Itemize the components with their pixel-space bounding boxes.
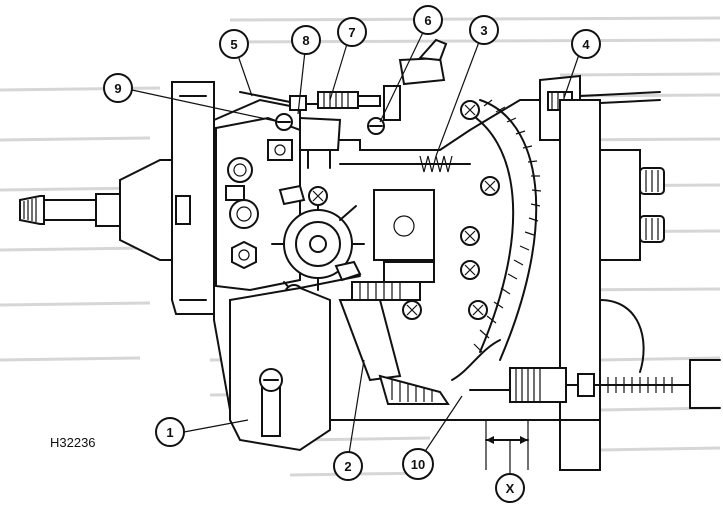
advance-unit <box>271 184 365 301</box>
callout-8: 8 <box>291 25 321 55</box>
callout-9-label: 9 <box>114 81 121 96</box>
mounting-flange <box>171 81 215 315</box>
drive-shaft <box>19 159 181 261</box>
ring-teeth <box>473 99 542 353</box>
callout-10-label: 10 <box>411 457 425 472</box>
callout-4-label: 4 <box>582 37 590 52</box>
callout-5: 5 <box>219 29 249 59</box>
lower-linkage <box>338 281 501 405</box>
callout-8-label: 8 <box>302 33 309 48</box>
throttle-linkage <box>239 91 381 169</box>
callout-9: 9 <box>103 73 133 103</box>
callouts: 1 2 3 4 5 6 7 8 <box>103 5 601 503</box>
governor-shaft <box>339 155 471 283</box>
callout-4: 4 <box>571 29 601 59</box>
stop-solenoid <box>469 299 721 409</box>
callout-2: 2 <box>333 451 363 481</box>
callout-5-label: 5 <box>230 37 237 52</box>
roller-ring <box>284 99 542 361</box>
callout-1-label: 1 <box>166 425 173 440</box>
adjusting-screw <box>367 38 448 135</box>
callout-1: 1 <box>155 417 185 447</box>
callout-x: X <box>495 473 525 503</box>
callout-2-label: 2 <box>344 459 351 474</box>
callout-10: 10 <box>402 448 434 480</box>
callout-6-label: 6 <box>424 13 431 28</box>
callout-7-label: 7 <box>348 25 355 40</box>
reference-code: H32236 <box>50 435 96 450</box>
callout-7: 7 <box>337 17 367 47</box>
throttle-lever <box>229 275 361 452</box>
callout-3: 3 <box>469 15 499 45</box>
callout-3-label: 3 <box>480 23 487 38</box>
callout-6: 6 <box>413 5 443 35</box>
callout-x-label: X <box>506 481 515 496</box>
dimension-x <box>485 420 529 470</box>
